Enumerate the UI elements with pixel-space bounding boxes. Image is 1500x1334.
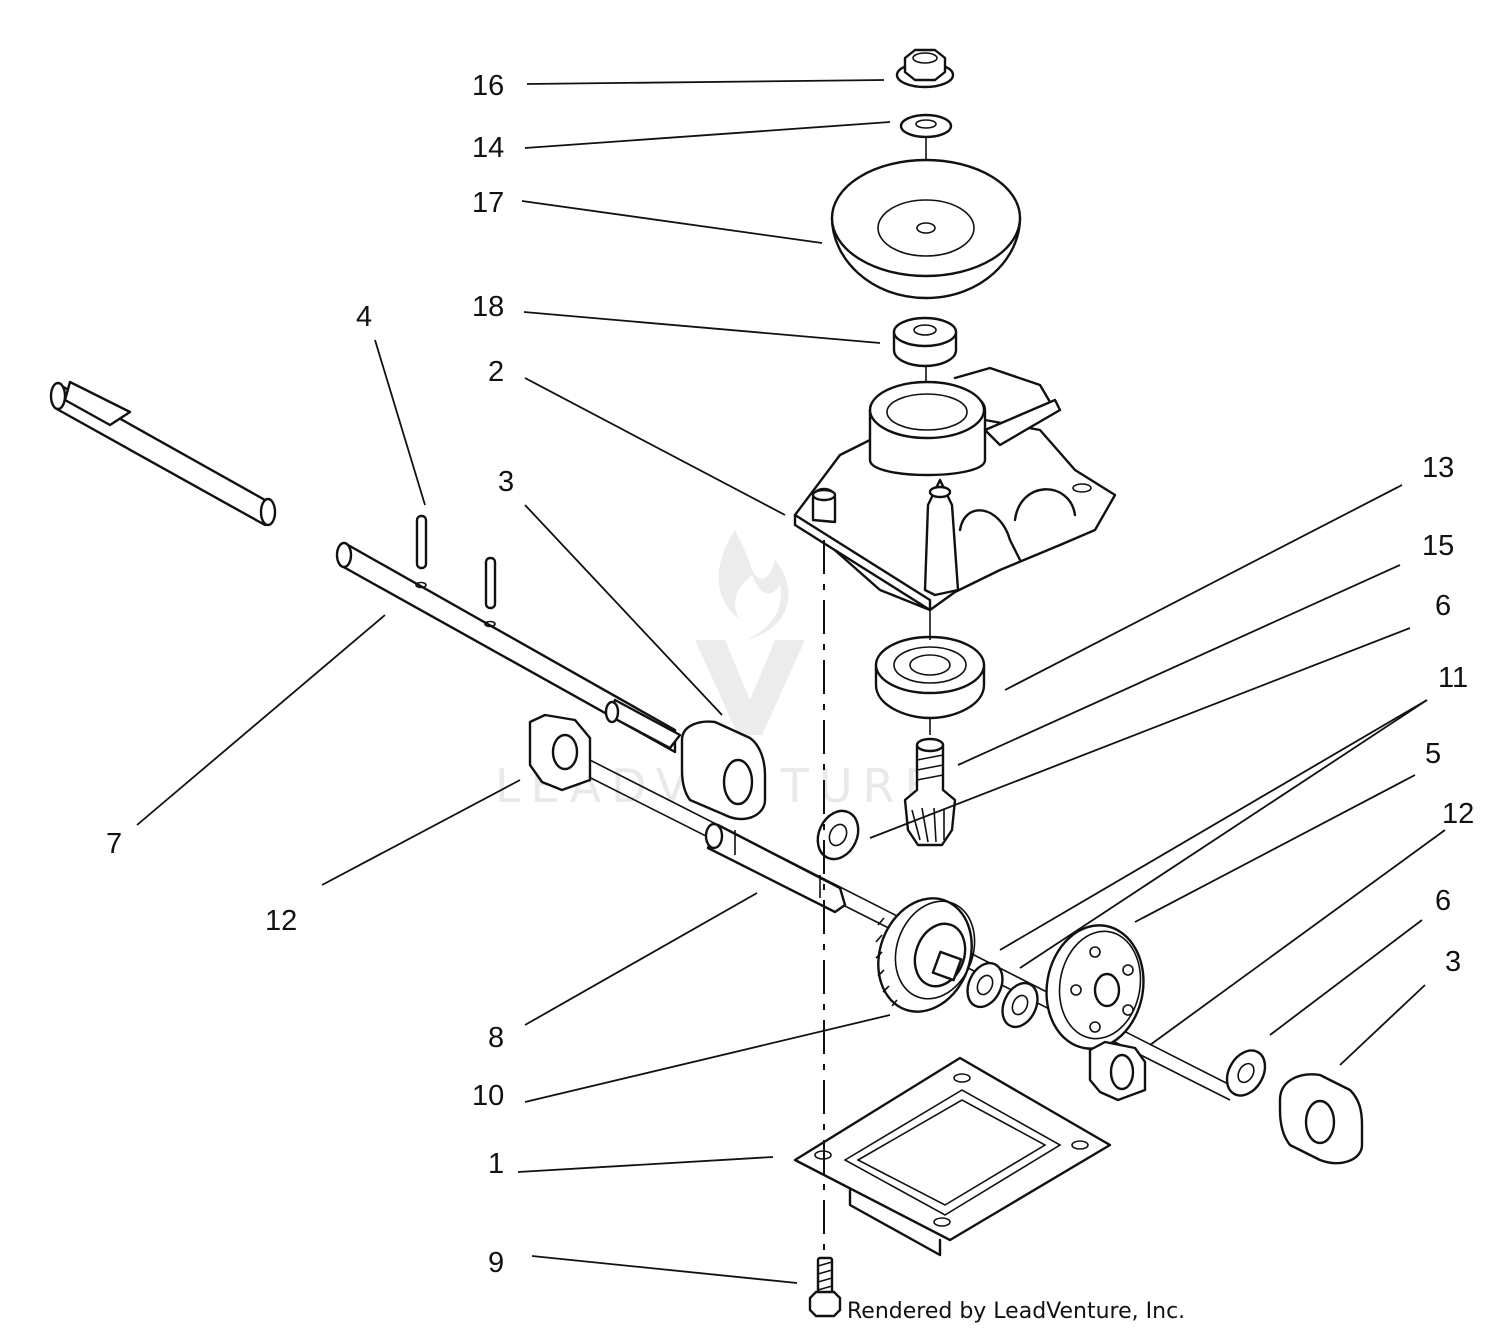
axle-left — [49, 380, 277, 527]
callout-5: 5 — [1425, 738, 1441, 770]
drive-shaft — [335, 541, 682, 754]
callout-6-upper: 6 — [1435, 590, 1451, 622]
roll-pin-2 — [484, 556, 497, 628]
bolt — [808, 1256, 842, 1318]
intermediate-shaft — [704, 822, 847, 914]
leader-lines — [136, 79, 1446, 1284]
bushing-center — [680, 720, 767, 821]
callout-16: 16 — [472, 70, 504, 102]
callout-14: 14 — [472, 132, 504, 164]
bushing-right — [1088, 1040, 1147, 1102]
callout-10: 10 — [472, 1080, 504, 1112]
spur-gear — [1045, 924, 1145, 1050]
callout-2: 2 — [488, 356, 504, 388]
render-credit: Rendered by LeadVenture, Inc. — [847, 1299, 1185, 1324]
callout-12-right: 12 — [1442, 798, 1474, 830]
washer-11 — [966, 961, 1004, 1009]
bevel-gear — [875, 897, 976, 1013]
callout-1: 1 — [488, 1148, 504, 1180]
roll-pin-1 — [415, 514, 428, 589]
callout-17: 17 — [472, 187, 504, 219]
callout-4: 4 — [356, 301, 372, 333]
callout-7: 7 — [106, 828, 122, 860]
gear-housing-cover — [793, 366, 1117, 612]
callout-3-right: 3 — [1445, 946, 1461, 978]
bushing-left — [528, 713, 592, 792]
washer-center — [816, 809, 860, 861]
washer-5 — [1001, 981, 1039, 1029]
callout-11: 11 — [1438, 662, 1468, 694]
callout-13: 13 — [1422, 452, 1454, 484]
callout-labels: 16 14 17 18 4 2 3 13 15 6 11 5 12 7 12 6… — [106, 70, 1474, 1279]
callout-12-left: 12 — [265, 905, 297, 937]
callout-9: 9 — [488, 1247, 504, 1279]
flange-nut — [895, 48, 955, 89]
callout-3-center: 3 — [498, 466, 514, 498]
callout-6-lower: 6 — [1435, 885, 1451, 917]
ball-bearing — [874, 635, 986, 720]
washer-top — [899, 113, 953, 139]
washer-right — [1225, 1049, 1267, 1097]
callout-18: 18 — [472, 291, 504, 323]
callout-8: 8 — [488, 1022, 504, 1054]
pulley — [830, 158, 1022, 300]
callout-15: 15 — [1422, 530, 1454, 562]
housing-base — [793, 1056, 1112, 1257]
spacer — [892, 316, 958, 368]
bushing-end — [1278, 1073, 1364, 1165]
